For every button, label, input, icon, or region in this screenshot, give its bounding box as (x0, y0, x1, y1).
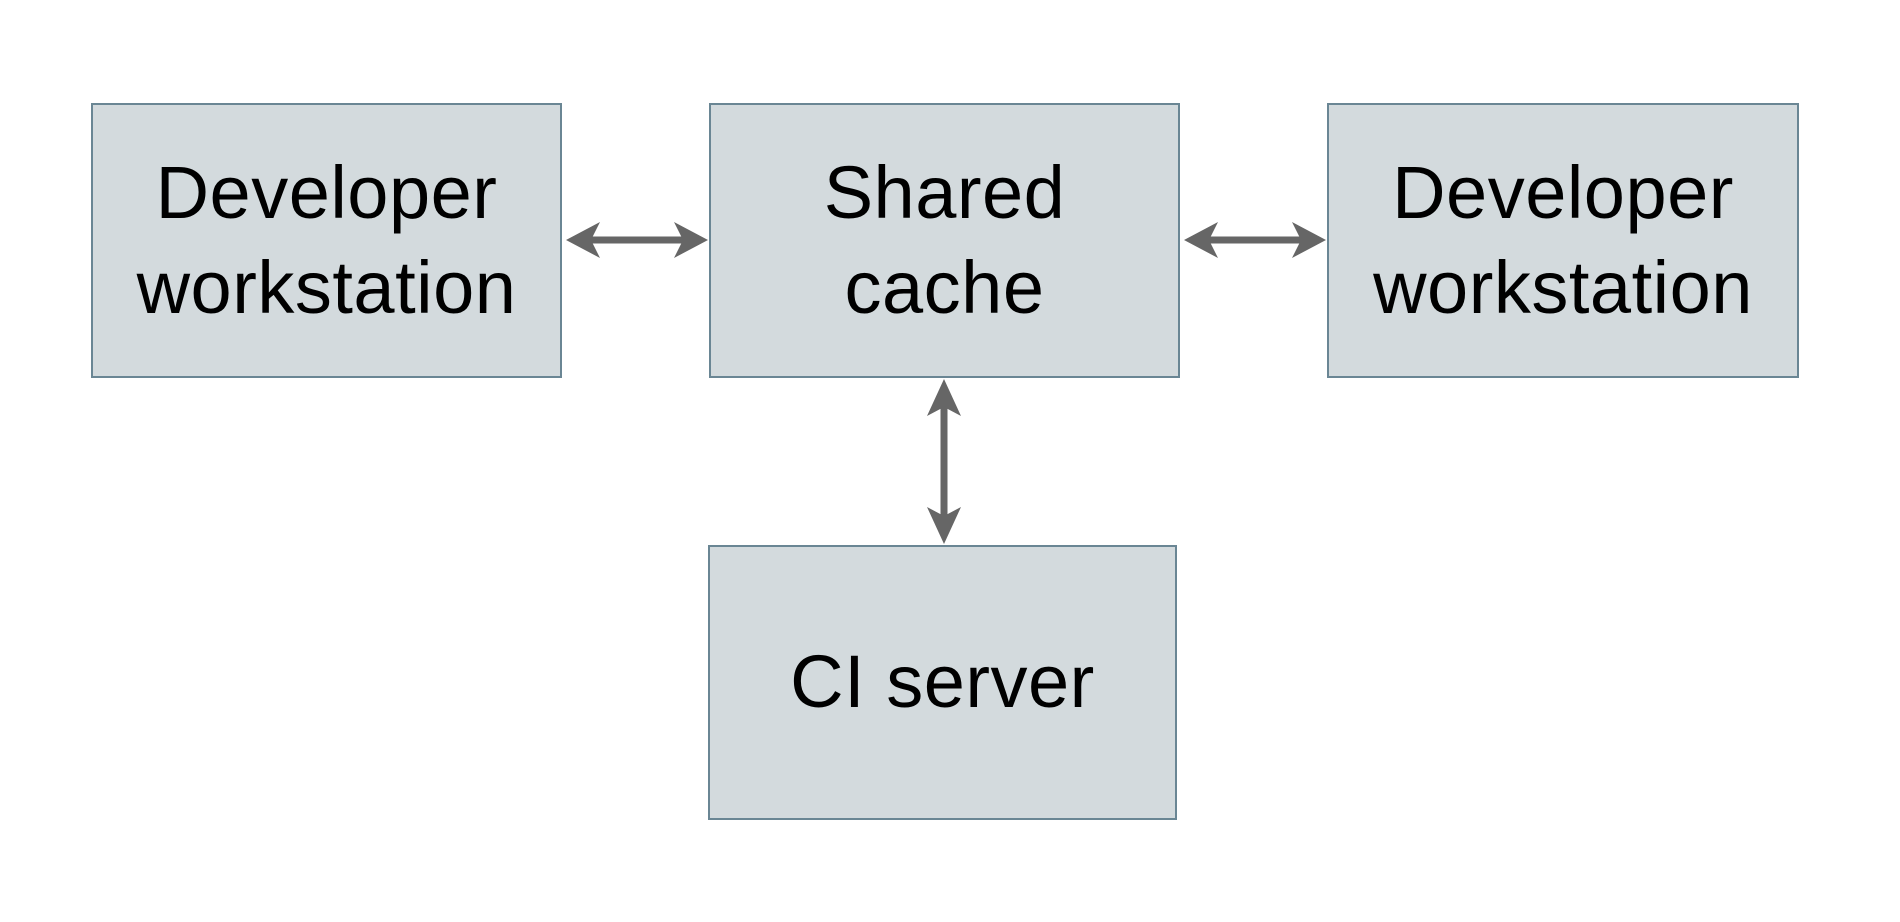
node-ci-server: CI server (708, 545, 1177, 820)
node-label-line: Developer (1392, 150, 1734, 234)
double-arrow-cache-ci (927, 379, 961, 544)
double-arrow-cache-right (1184, 222, 1326, 258)
node-label-line: workstation (136, 245, 517, 329)
node-label-line: Developer (155, 150, 498, 234)
node-developer-workstation-right: Developer workstation (1327, 103, 1799, 378)
node-label-line: workstation (1373, 245, 1753, 329)
node-shared-cache: Shared cache (709, 103, 1180, 378)
node-label-line: Shared (823, 150, 1066, 234)
double-arrow-left-cache (566, 222, 708, 258)
node-label-line: CI server (790, 640, 1095, 724)
node-label-line: cache (844, 245, 1045, 329)
node-developer-workstation-left: Developer workstation (91, 103, 562, 378)
